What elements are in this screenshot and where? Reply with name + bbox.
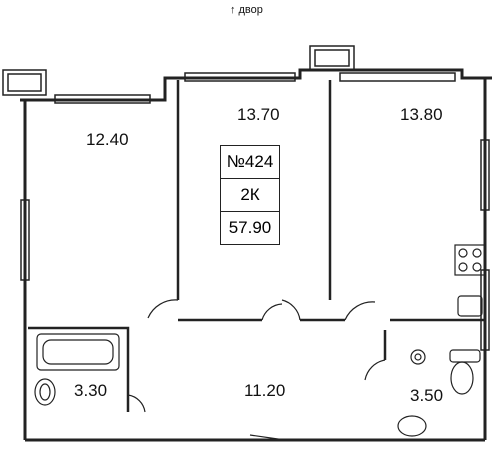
- room-area-bedroom-left: 12.40: [86, 130, 129, 149]
- kitchen-fixtures: [454, 244, 486, 317]
- windows: [20, 72, 490, 351]
- stove: [454, 244, 486, 276]
- toilet-bowl: [450, 361, 474, 395]
- apartment-type: 2К: [221, 179, 279, 212]
- balconies: [2, 45, 355, 96]
- room-area-bathroom: 3.30: [74, 381, 108, 400]
- apartment-total-area: 57.90: [228, 218, 272, 237]
- room-area-hallway: 11.20: [244, 381, 286, 400]
- wc-drain: [410, 349, 426, 365]
- apartment-number: №424: [221, 146, 279, 179]
- bathtub: [36, 333, 120, 371]
- kitchen-sink: [457, 295, 483, 317]
- courtyard-text: двор: [238, 4, 263, 16]
- bath-sink: [34, 378, 56, 406]
- courtyard-label: ↑ двор: [230, 4, 263, 16]
- apartment-info-box: №424 2К 57.90: [220, 145, 280, 245]
- doors: [127, 299, 386, 441]
- arrow-up-icon: ↑: [230, 4, 236, 16]
- room-area-bedroom-center: 13.70: [237, 105, 280, 124]
- room-area-kitchen: 13.80: [400, 105, 443, 124]
- toilet-tank: [449, 349, 481, 363]
- bathroom-fixtures: [34, 333, 120, 406]
- wc-sink: [397, 415, 427, 437]
- wc-fixtures: [397, 349, 481, 437]
- room-area-wc: 3.50: [410, 386, 444, 405]
- exterior-walls: [20, 68, 492, 442]
- interior-walls: [28, 80, 485, 412]
